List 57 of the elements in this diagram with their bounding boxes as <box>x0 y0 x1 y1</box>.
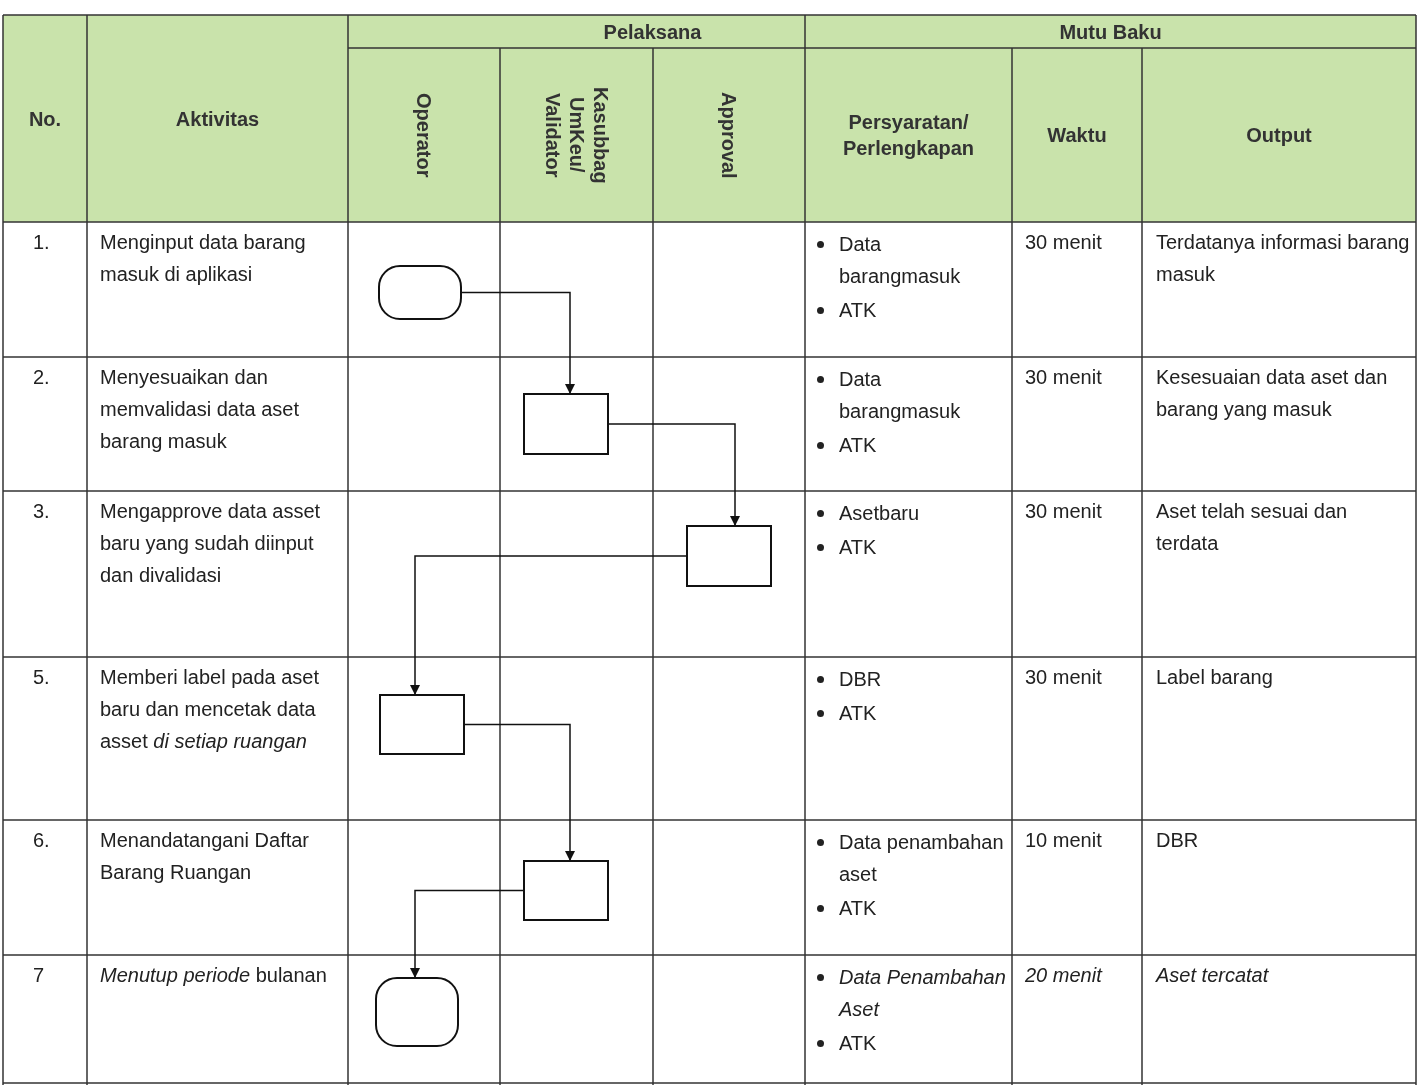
activity-text: Memberi label pada aset baru dan mencetak data asset di setiap ruangan <box>100 665 320 754</box>
arrow <box>410 889 524 978</box>
row-number: 1. <box>33 230 51 255</box>
output-text: Terdatanya informasi barang masuk <box>1156 230 1411 287</box>
column-header: Approval <box>717 91 741 179</box>
process-box <box>523 393 609 455</box>
output-text: Aset tercatat <box>1156 963 1270 988</box>
requirement-item: ATK <box>839 1027 1006 1059</box>
requirement-item: Data barangmasuk <box>839 363 1006 427</box>
activity-text: Menandatangani Daftar Barang Ruangan <box>100 828 311 885</box>
process-box <box>523 860 609 921</box>
column-header: No. <box>28 106 62 132</box>
arrow <box>410 555 687 695</box>
requirement-item: DBR <box>839 663 1006 695</box>
requirement-item: Data Penambahan Aset <box>839 961 1006 1025</box>
arrow <box>464 723 575 861</box>
column-header: Aktivitas <box>175 106 260 132</box>
process-box <box>686 525 772 587</box>
row-number: 3. <box>33 499 51 524</box>
output-text: Aset telah sesuai dan terdata <box>1156 499 1349 556</box>
requirement-item: Data penambahan aset <box>839 826 1006 890</box>
requirement-item: ATK <box>839 294 1006 326</box>
arrow <box>608 423 740 526</box>
activity-text: Menutup periode bulanan <box>100 963 328 988</box>
row-number: 5. <box>33 665 51 690</box>
column-header: Output <box>1246 123 1312 148</box>
column-header: Kasubbag UmKeu/ Validator <box>540 85 613 186</box>
process-box <box>379 694 465 755</box>
output-text: Kesesuaian data aset dan barang yang masuk <box>1156 365 1389 422</box>
requirement-item: Data barangmasuk <box>839 228 1006 292</box>
terminator-shape <box>378 265 462 320</box>
column-header: Persyaratan/ Perlengkapan <box>841 110 976 161</box>
duration-text: 30 menit <box>1025 499 1103 524</box>
terminator-shape <box>375 977 459 1047</box>
column-header: Waktu <box>1047 123 1107 148</box>
requirement-item: ATK <box>839 531 1006 563</box>
column-header: Pelaksana <box>603 19 702 45</box>
duration-text: 10 menit <box>1025 828 1103 853</box>
requirement-item: Asetbaru <box>839 497 1006 529</box>
output-text: Label barang <box>1156 665 1274 690</box>
arrow <box>461 291 575 394</box>
column-header: Operator <box>412 92 436 178</box>
duration-text: 20 menit <box>1025 963 1104 988</box>
activity-text: Menginput data barang masuk di aplikasi <box>100 230 307 287</box>
duration-text: 30 menit <box>1025 365 1103 390</box>
row-number: 7 <box>33 963 46 988</box>
column-header: Mutu Baku <box>1059 19 1162 45</box>
requirement-item: ATK <box>839 697 1006 729</box>
requirement-item: ATK <box>839 892 1006 924</box>
output-text: DBR <box>1156 828 1200 853</box>
row-number: 2. <box>33 365 51 390</box>
duration-text: 30 menit <box>1025 665 1103 690</box>
requirement-item: ATK <box>839 429 1006 461</box>
duration-text: 30 menit <box>1025 230 1103 255</box>
activity-text: Mengapprove data asset baru yang sudah diinput dan divalidasi <box>100 499 322 588</box>
activity-text: Menyesuaikan dan memvalidasi data aset barang masuk <box>100 365 300 454</box>
row-number: 6. <box>33 828 51 853</box>
